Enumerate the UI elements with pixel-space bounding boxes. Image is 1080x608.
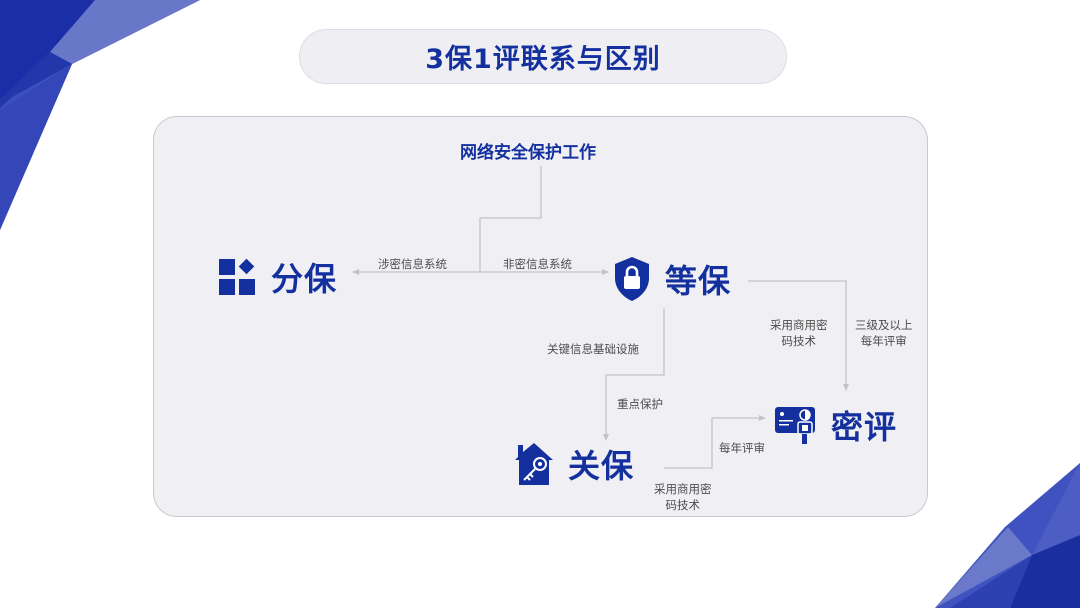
edge-label-critical-infrastructure: 关键信息基础设施: [547, 342, 639, 356]
node-guanbao: 关保: [514, 441, 634, 487]
root-node-network-security-work: 网络安全保护工作: [460, 143, 596, 163]
node-dengbao: 等保: [613, 256, 731, 302]
node-mipin: 密评: [775, 402, 897, 448]
edge-label-nonclassified-systems: 非密信息系统: [503, 257, 572, 271]
house-key-icon: [515, 443, 553, 485]
edge-label-level3-annual-review: 三级及以上 每年评审: [855, 318, 913, 348]
title-banner: 3保1评联系与区别: [299, 29, 787, 84]
grid-blocks-icon: [219, 259, 255, 295]
edge-label-annual-review: 每年评审: [719, 441, 765, 455]
node-label: 分保: [271, 260, 338, 298]
edge-label-classified-systems: 涉密信息系统: [378, 257, 447, 271]
node-fenbao: 分保: [219, 254, 337, 300]
card-person-icon: [775, 407, 815, 444]
node-label: 密评: [831, 408, 898, 446]
edge-label-commercial-crypto-bottom: 采用商用密 码技术: [654, 482, 712, 512]
node-label: 关保: [568, 447, 635, 485]
shield-lock-icon: [615, 257, 649, 301]
edge-label-key-protection: 重点保护: [617, 397, 663, 411]
node-label: 等保: [665, 262, 732, 300]
page-title: 3保1评联系与区别: [425, 44, 661, 75]
edge-label-commercial-crypto-left: 采用商用密 码技术: [770, 318, 828, 348]
